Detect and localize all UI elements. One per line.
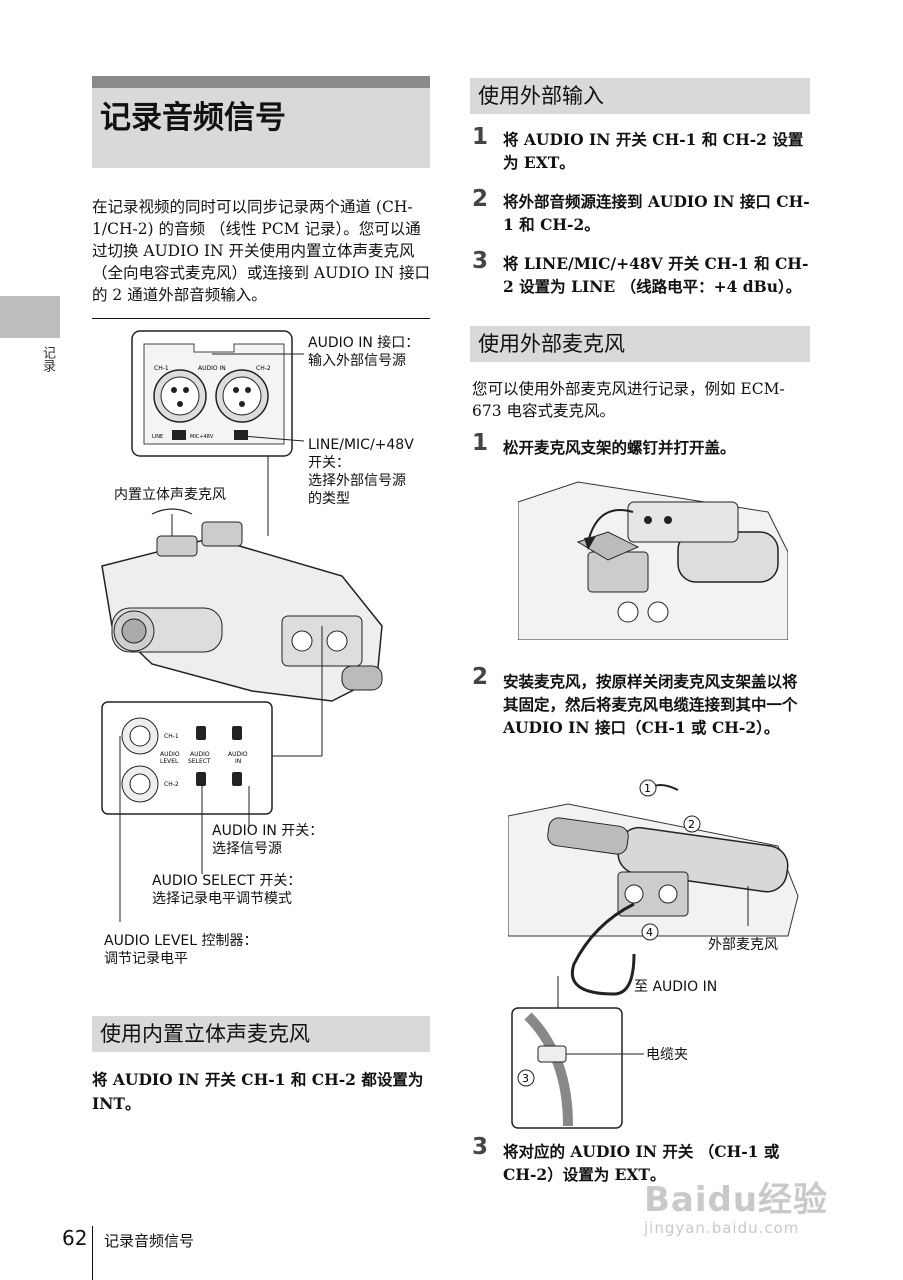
side-label: 记录	[40, 346, 55, 372]
side-tab	[0, 296, 60, 338]
svg-text:SELECT: SELECT	[188, 758, 211, 765]
marker-4: 4	[646, 926, 653, 939]
marker-3: 3	[522, 1072, 529, 1085]
label-ch1: CH-1	[154, 365, 169, 372]
callout-builtin-mic: 内置立体声麦克风	[114, 487, 226, 503]
external-mic-intro: 您可以使用外部麦克风进行记录，例如 ECM-673 电容式麦克风。	[472, 380, 785, 420]
step-number: 1	[472, 430, 489, 456]
camera-audio-diagram: CH-1 AUDIO IN CH-2 LINE MIC+48V CH-1 CH-…	[101, 330, 383, 922]
watermark-main: Baidu经验	[644, 1180, 829, 1220]
watermark: Baidu经验 jingyan.baidu.com	[644, 1172, 828, 1237]
step-text: 安装麦克风，按原样关闭麦克风支架盖以将其固定，然后将麦克风电缆连接到其中一个 A…	[503, 672, 798, 737]
footer-divider	[92, 1226, 93, 1280]
step-number: 2	[472, 664, 489, 690]
callout-audio-in-switch: AUDIO IN 开关： 选择信号源	[212, 823, 324, 857]
svg-text:LEVEL: LEVEL	[160, 758, 179, 765]
callout-audio-select-switch: AUDIO SELECT 开关： 选择记录电平调节模式	[152, 873, 302, 907]
internal-mic-instruction: 将 AUDIO IN 开关 CH-1 和 CH-2 都设置为 INT。	[92, 1070, 424, 1113]
callout-line-mic-switch: LINE/MIC/+48V 开关： 选择外部信号源 的类型	[308, 437, 414, 507]
label-audio-select: AUDIO	[190, 751, 210, 758]
step-number: 1	[472, 124, 489, 150]
step-text: 将对应的 AUDIO IN 开关 （CH-1 或 CH-2）设置为 EXT。	[503, 1142, 780, 1184]
callout-audio-in-jack: AUDIO IN 接口： 输入外部信号源	[308, 335, 420, 369]
callout-audio-level-control: AUDIO LEVEL 控制器： 调节记录电平	[104, 933, 258, 967]
page-number: 62	[62, 1226, 88, 1250]
svg-text:CH-1: CH-1	[164, 733, 179, 740]
label-external-mic: 外部麦克风	[708, 937, 778, 953]
mic-holder-open-illustration	[518, 481, 788, 640]
step-number: 3	[472, 248, 489, 274]
step-text: 将 AUDIO IN 开关 CH-1 和 CH-2 设置为 EXT。	[503, 130, 804, 172]
footer-section-title: 记录音频信号	[104, 1232, 195, 1250]
label-line: LINE	[152, 434, 163, 440]
label-audio-level: AUDIO	[160, 751, 180, 758]
svg-text:CH-2: CH-2	[164, 781, 179, 788]
label-mic48: MIC+48V	[190, 434, 214, 440]
divider	[92, 318, 430, 319]
label-audio-in2: AUDIO	[228, 751, 248, 758]
section-heading-external-input: 使用外部输入	[470, 78, 810, 114]
step-text: 将 LINE/MIC/+48V 开关 CH-1 和 CH-2 设置为 LINE …	[503, 254, 809, 296]
step-number: 2	[472, 186, 489, 212]
label-to-audio-in: 至 AUDIO IN	[634, 979, 718, 995]
section-heading-external-mic: 使用外部麦克风	[470, 326, 810, 362]
step-text: 松开麦克风支架的螺钉并打开盖。	[503, 438, 736, 457]
label-ch2: CH-2	[256, 365, 271, 372]
intro-paragraph: 在记录视频的同时可以同步记录两个通道 (CH-1/CH-2) 的音频 （线性 P…	[92, 198, 430, 304]
title-block	[92, 76, 430, 168]
page-title: 记录音频信号	[100, 100, 286, 136]
watermark-sub: jingyan.baidu.com	[644, 1219, 800, 1237]
label-audio-in: AUDIO IN	[198, 365, 226, 372]
label-cable-clamp: 电缆夹	[646, 1047, 688, 1063]
step-number: 3	[472, 1134, 489, 1160]
step-text: 将外部音频源连接到 AUDIO IN 接口 CH-1 和 CH-2。	[503, 192, 810, 234]
svg-text:IN: IN	[235, 758, 241, 765]
section-heading-internal-mic: 使用内置立体声麦克风	[92, 1016, 430, 1052]
marker-1: 1	[644, 782, 651, 795]
marker-2: 2	[688, 818, 695, 831]
external-mic-mount-illustration: 1 2 4 3	[508, 779, 799, 1129]
